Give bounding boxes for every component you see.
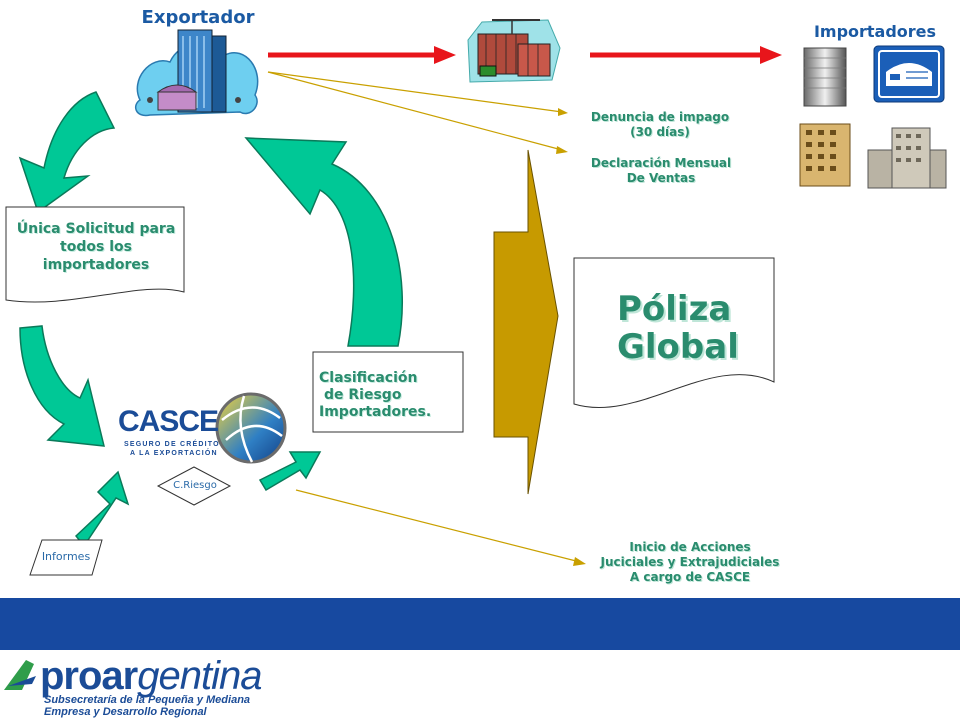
note-acciones: Inicio de Acciones Juciciales y Extrajud… <box>570 540 810 585</box>
casce-tagline: SEGURO DE CRÉDITO A LA EXPORTACIÓN <box>124 440 220 458</box>
informes-shape <box>29 539 103 576</box>
poliza-line1: Póliza <box>617 289 732 329</box>
line-declaracion <box>267 71 568 154</box>
riesgo-label: C.Riesgo <box>173 480 217 491</box>
riesgo-shape <box>156 466 232 506</box>
poliza-title: Póliza Global <box>617 290 739 366</box>
poliza-document-box <box>573 257 775 409</box>
note-declaracion-line1: Declaración Mensual <box>590 156 732 170</box>
importer-office-icon <box>867 127 947 189</box>
clasificacion-box <box>312 351 464 433</box>
line-denuncia <box>267 71 568 116</box>
casce-globe-icon <box>215 392 287 464</box>
exporter-title: Exportador <box>141 7 255 28</box>
importer-tower-icon <box>803 47 847 107</box>
proargentina-brand: proargentina <box>40 654 262 699</box>
subtitle-line1: Subsecretaría de la Pequeña y Mediana <box>44 694 251 706</box>
casce-tagline-line1: SEGURO DE CRÉDITO <box>124 441 220 448</box>
footer-band <box>0 598 960 650</box>
solicitud-document-box <box>5 206 185 303</box>
note-acciones-line3: A cargo de CASCE <box>629 570 751 584</box>
note-denuncia-line2: (30 días) <box>630 125 690 139</box>
clasificacion-line2: de Riesgo <box>324 387 402 403</box>
casce-tagline-line2: A LA EXPORTACIÓN <box>130 450 218 457</box>
port-crane-icon <box>467 19 561 83</box>
exporter-building-icon <box>134 29 259 117</box>
importers-title: Importadores <box>813 22 937 41</box>
red-arrow-exporter-to-port <box>268 46 456 64</box>
note-acciones-line2: Juciciales y Extrajudiciales <box>600 555 780 569</box>
note-acciones-line1: Inicio de Acciones <box>629 540 751 554</box>
casce-logo-text: CASCE <box>118 405 219 438</box>
note-denuncia: Denuncia de impago (30 días) <box>560 110 760 140</box>
solicitud-line2: todos los <box>60 239 132 255</box>
importer-warehouse-icon <box>873 45 945 103</box>
green-arrow-exporter-to-solicitud <box>18 91 116 214</box>
green-arrow-informes-to-casce <box>74 470 130 548</box>
brand-bold: proar <box>40 654 138 698</box>
solicitud-line3: importadores <box>42 257 150 273</box>
informes-label: Informes <box>41 550 91 563</box>
poliza-line2: Global <box>617 327 739 367</box>
green-arrow-clasificacion-to-exporter <box>244 137 403 347</box>
proargentina-logo-icon <box>4 660 36 690</box>
note-declaracion: Declaración Mensual De Ventas <box>556 156 766 186</box>
note-denuncia-line1: Denuncia de impago <box>590 110 730 124</box>
clasificacion-line3: Importadores. <box>319 404 432 420</box>
gold-arrow-poliza <box>493 149 559 495</box>
brand-italic: gentina <box>137 654 262 698</box>
note-declaracion-line2: De Ventas <box>626 171 696 185</box>
importer-highrise-icon <box>799 123 851 187</box>
green-arrow-casce-to-clasificacion <box>258 451 322 492</box>
clasificacion-line1: Clasificación <box>319 370 418 386</box>
subtitle-line2: Empresa y Desarrollo Regional <box>44 706 207 718</box>
clasificacion-text: Clasificación de Riesgo Importadores. <box>319 370 461 421</box>
line-acciones <box>295 489 586 566</box>
green-arrow-solicitud-to-casce <box>19 325 105 447</box>
solicitud-text: Única Solicitud para todos los importado… <box>8 220 184 274</box>
solicitud-line1: Única Solicitud para <box>16 221 176 237</box>
proargentina-subtitle: Subsecretaría de la Pequeña y Mediana Em… <box>44 694 250 718</box>
red-arrow-port-to-importers <box>590 46 782 64</box>
